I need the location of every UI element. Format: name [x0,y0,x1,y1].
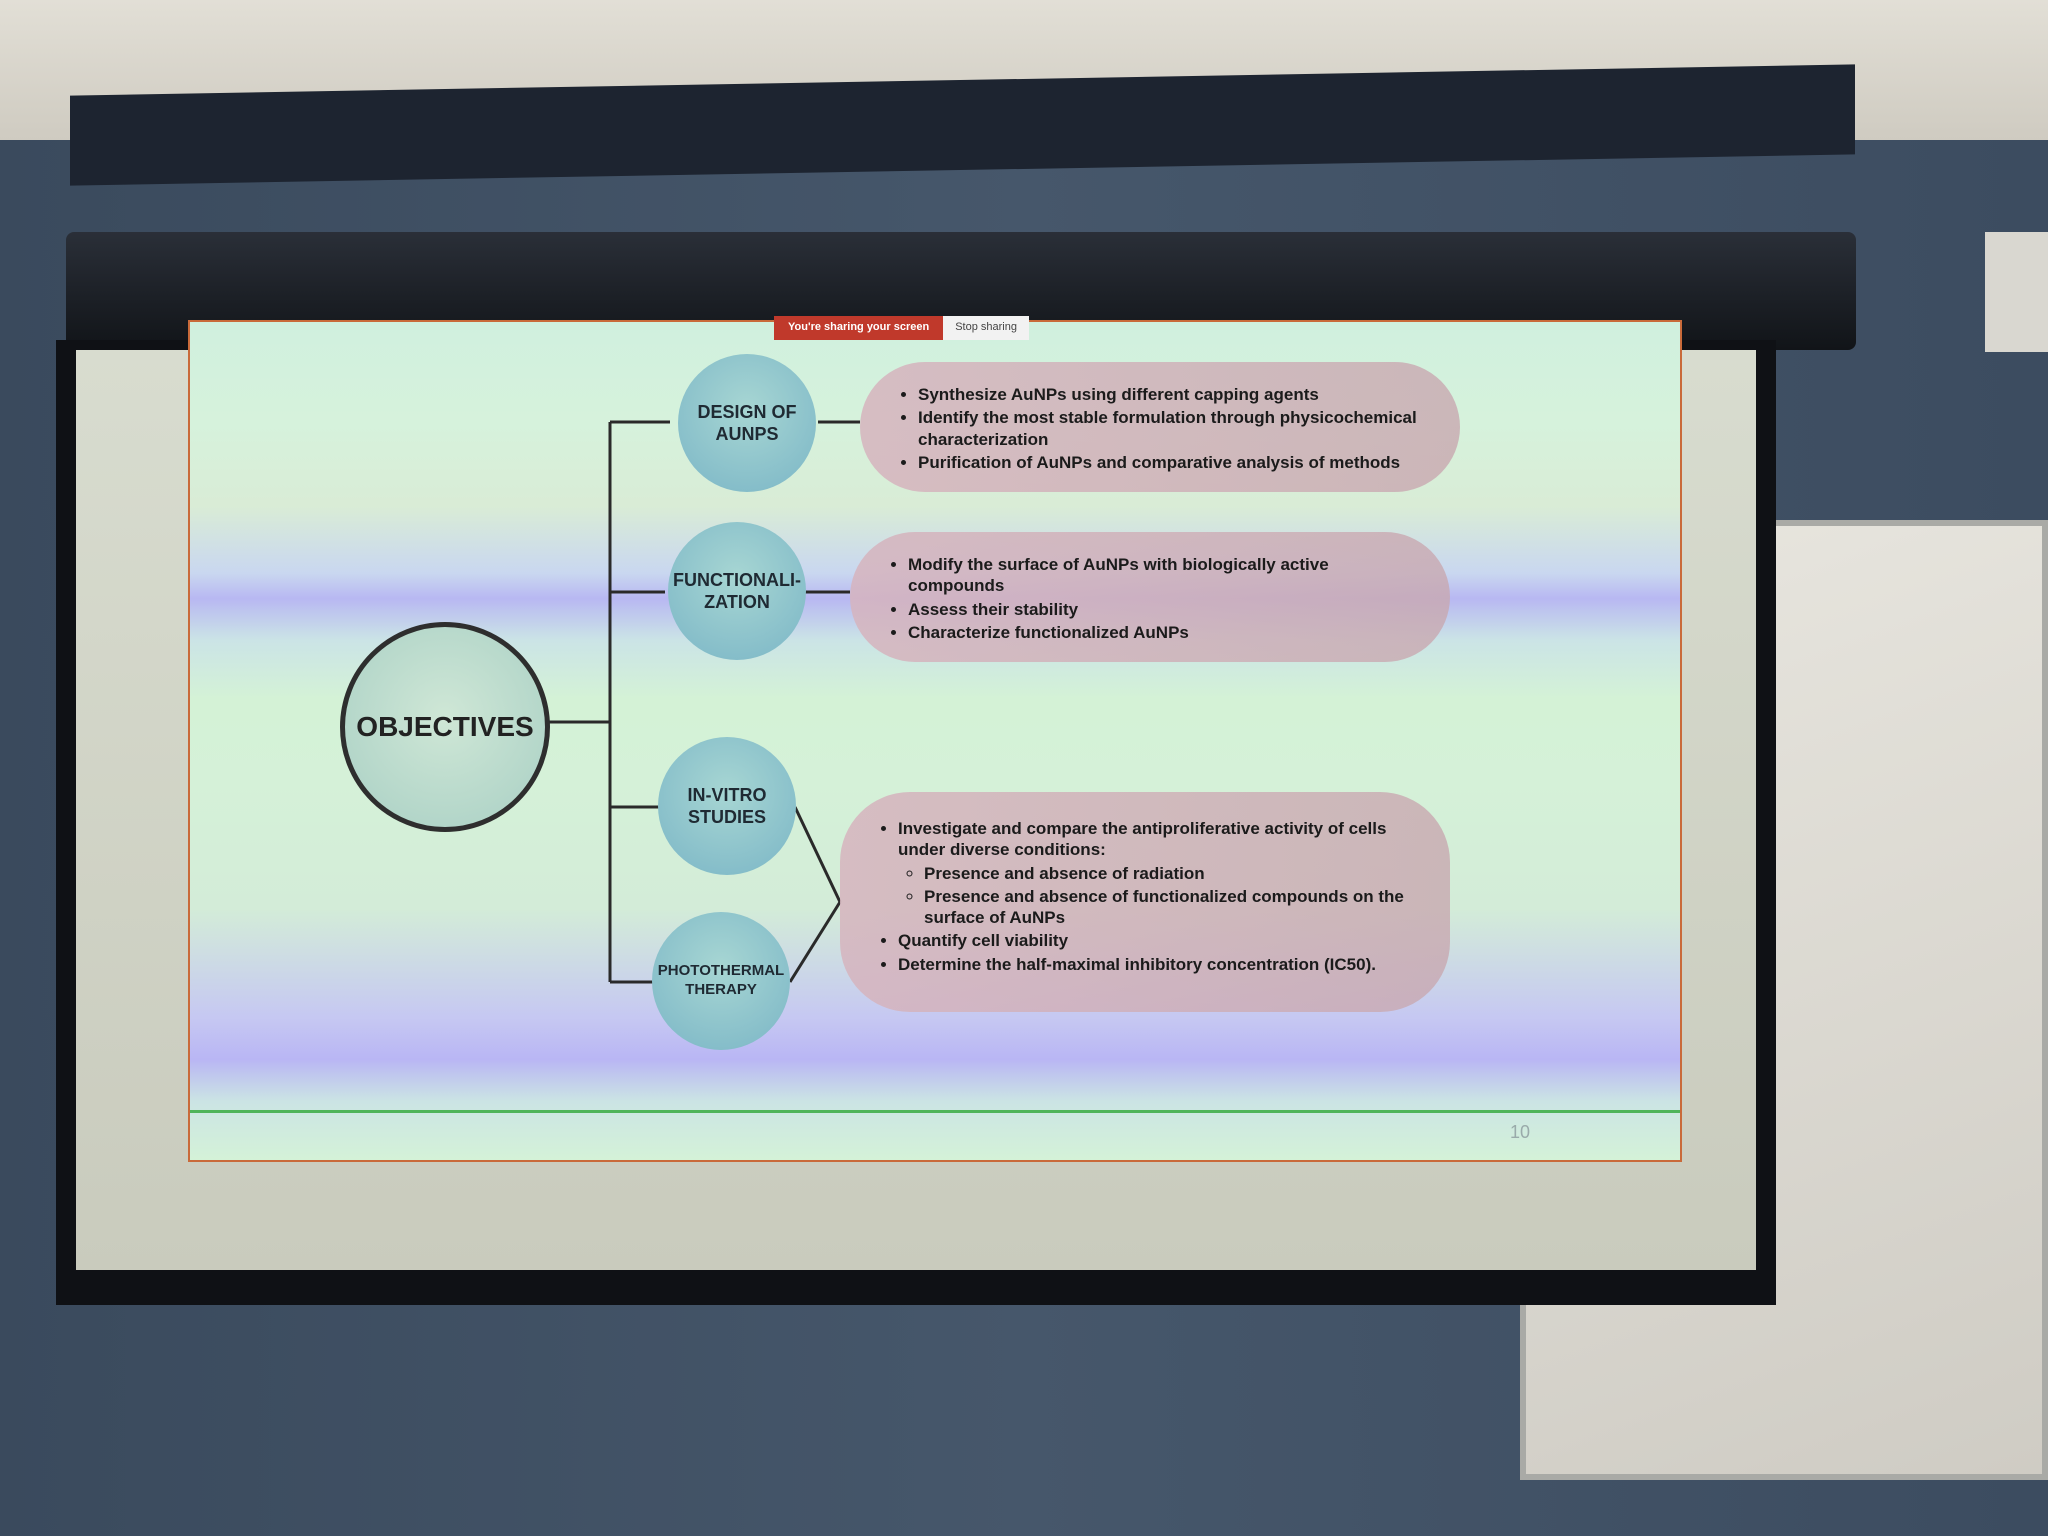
sub-list-item: Presence and absence of radiation [924,863,1410,884]
node-functionalization: FUNCTIONALI-ZATION [668,522,806,660]
sub-list-item: Presence and absence of functionalized c… [924,886,1410,929]
functionalization-objectives-box: Modify the surface of AuNPs with biologi… [850,532,1450,662]
page-number: 10 [1510,1122,1531,1142]
list-item: Assess their stability [908,599,1410,620]
connector-lines [540,420,860,984]
list-item: Quantify cell viability [898,930,1410,951]
slide: You're sharing your screen Stop sharing … [190,316,1680,1160]
list-item: Identify the most stable formulation thr… [918,407,1420,450]
footer-line [190,1110,1680,1113]
list-item: Purification of AuNPs and comparative an… [918,452,1420,473]
list-item: Synthesize AuNPs using different capping… [918,384,1420,405]
design-objectives-box: Synthesize AuNPs using different capping… [860,362,1460,492]
sharing-indicator: You're sharing your screen [774,316,944,340]
stop-sharing-button[interactable]: Stop sharing [943,316,1029,340]
list-item: Characterize functionalized AuNPs [908,622,1410,643]
list-item: Determine the half-maximal inhibitory co… [898,954,1410,975]
list-item: Modify the surface of AuNPs with biologi… [908,554,1410,597]
node-design-of-aunps: DESIGN OF AUNPS [678,354,816,492]
list-item: Investigate and compare the antiprolifer… [898,818,1410,928]
objectives-circle: OBJECTIVES [340,622,550,832]
wall-sensor [1985,232,2048,352]
in-vitro-photothermal-objectives-box: Investigate and compare the antiprolifer… [840,792,1450,1012]
screen-share-bar: You're sharing your screen Stop sharing [774,316,1029,340]
node-in-vitro-studies: IN-VITRO STUDIES [658,737,796,875]
node-photothermal-therapy: PHOTOTHERMAL THERAPY [652,912,790,1050]
list-item-text: Investigate and compare the antiprolifer… [898,819,1387,860]
